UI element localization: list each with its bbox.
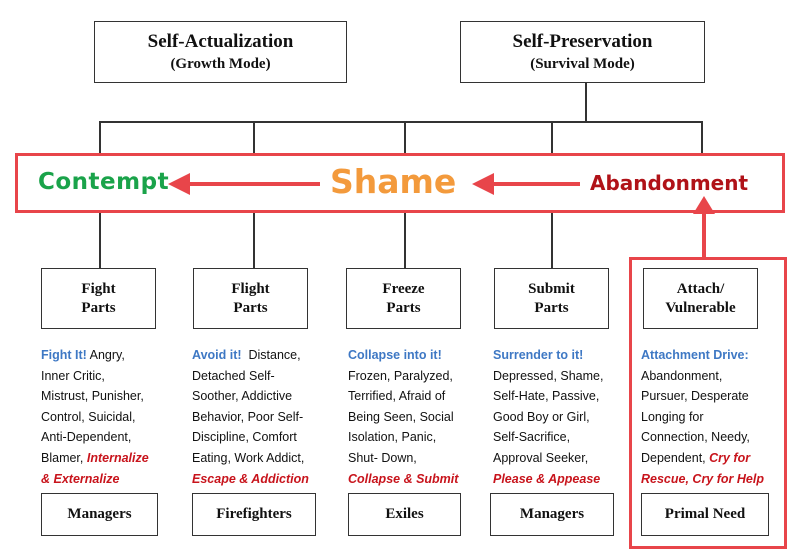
attach-emphasis-1: Cry for: [709, 450, 751, 465]
freeze-parts-box: Freeze Parts: [346, 268, 461, 329]
firefighters-label: Firefighters: [216, 506, 292, 522]
flight-parts-title-2: Parts: [233, 299, 268, 316]
contempt-label: Contempt: [38, 169, 170, 195]
emotion-banner: [15, 153, 785, 213]
connector-drop-1: [99, 121, 101, 154]
fight-lead: Fight It!: [41, 348, 87, 362]
submit-description: Surrender to it! Depressed, Shame, Self-…: [493, 348, 604, 486]
primal-need-box: Primal Need: [641, 493, 769, 536]
connector-part-2: [253, 213, 255, 269]
flight-description: Avoid it! Distance, Detached Self- Sooth…: [192, 348, 309, 486]
firefighters-box: Firefighters: [192, 493, 316, 536]
managers-box-1: Managers: [41, 493, 158, 536]
self-actualization-box: Self-Actualization (Growth Mode): [94, 21, 347, 83]
self-preservation-box: Self-Preservation (Survival Mode): [460, 21, 705, 83]
self-preservation-title: Self-Preservation: [512, 31, 653, 52]
attach-lead: Attachment Drive:: [641, 348, 749, 362]
self-preservation-subtitle: (Survival Mode): [530, 56, 635, 72]
freeze-description: Collapse into it! Frozen, Paralyzed, Ter…: [348, 348, 459, 486]
primal-need-label: Primal Need: [664, 506, 746, 522]
fight-parts-title-1: Fight: [81, 280, 116, 297]
attach-column-highlight: [629, 257, 787, 549]
managers-box-2: Managers: [490, 493, 614, 536]
attach-emphasis-2: Rescue, Cry for Help: [641, 471, 764, 486]
submit-lead: Surrender to it!: [493, 348, 584, 362]
connector-part-3: [404, 213, 406, 269]
connector-part-1: [99, 213, 101, 269]
attach-vulnerable-title-1: Attach/: [676, 280, 725, 297]
connector-right-top-down: [585, 82, 587, 122]
freeze-lead: Collapse into it!: [348, 348, 442, 362]
attach-description: Attachment Drive: Abandonment, Pursuer, …: [641, 348, 764, 486]
connector-horizontal-bar: [99, 121, 702, 123]
abandonment-label: Abandonment: [590, 171, 749, 195]
self-actualization-title: Self-Actualization: [147, 31, 294, 52]
managers-label-1: Managers: [67, 506, 132, 522]
connector-drop-5: [701, 121, 703, 154]
connector-drop-4: [551, 121, 553, 154]
managers-label-2: Managers: [519, 506, 585, 522]
exiles-box: Exiles: [348, 493, 461, 536]
fight-emphasis-2: & Externalize: [41, 471, 120, 486]
freeze-emphasis: Collapse & Submit: [348, 471, 459, 486]
connector-part-4: [551, 213, 553, 269]
submit-emphasis: Please & Appease: [493, 471, 601, 486]
flight-parts-box: Flight Parts: [193, 268, 308, 329]
attach-vulnerable-box: Attach/ Vulnerable: [643, 268, 758, 329]
flight-parts-title-1: Flight: [231, 280, 270, 297]
freeze-parts-title-2: Parts: [386, 299, 421, 316]
fight-parts-box: Fight Parts: [41, 268, 156, 329]
attach-vulnerable-title-2: Vulnerable: [665, 299, 736, 316]
submit-parts-title-2: Parts: [534, 299, 569, 316]
submit-parts-box: Submit Parts: [494, 268, 609, 329]
fight-description: Fight It! Angry, Inner Critic, Mistrust,…: [41, 348, 149, 486]
shame-label: Shame: [330, 162, 457, 201]
self-actualization-subtitle: (Growth Mode): [170, 56, 271, 72]
connector-drop-3: [404, 121, 406, 154]
submit-parts-title-1: Submit: [528, 280, 575, 297]
connector-drop-2: [253, 121, 255, 154]
flight-emphasis: Escape & Addiction: [192, 471, 309, 486]
flight-lead: Avoid it!: [192, 348, 242, 362]
fight-parts-title-2: Parts: [81, 299, 116, 316]
fight-emphasis-1: Internalize: [86, 450, 149, 465]
freeze-parts-title-1: Freeze: [382, 280, 425, 297]
exiles-label: Exiles: [385, 506, 424, 522]
